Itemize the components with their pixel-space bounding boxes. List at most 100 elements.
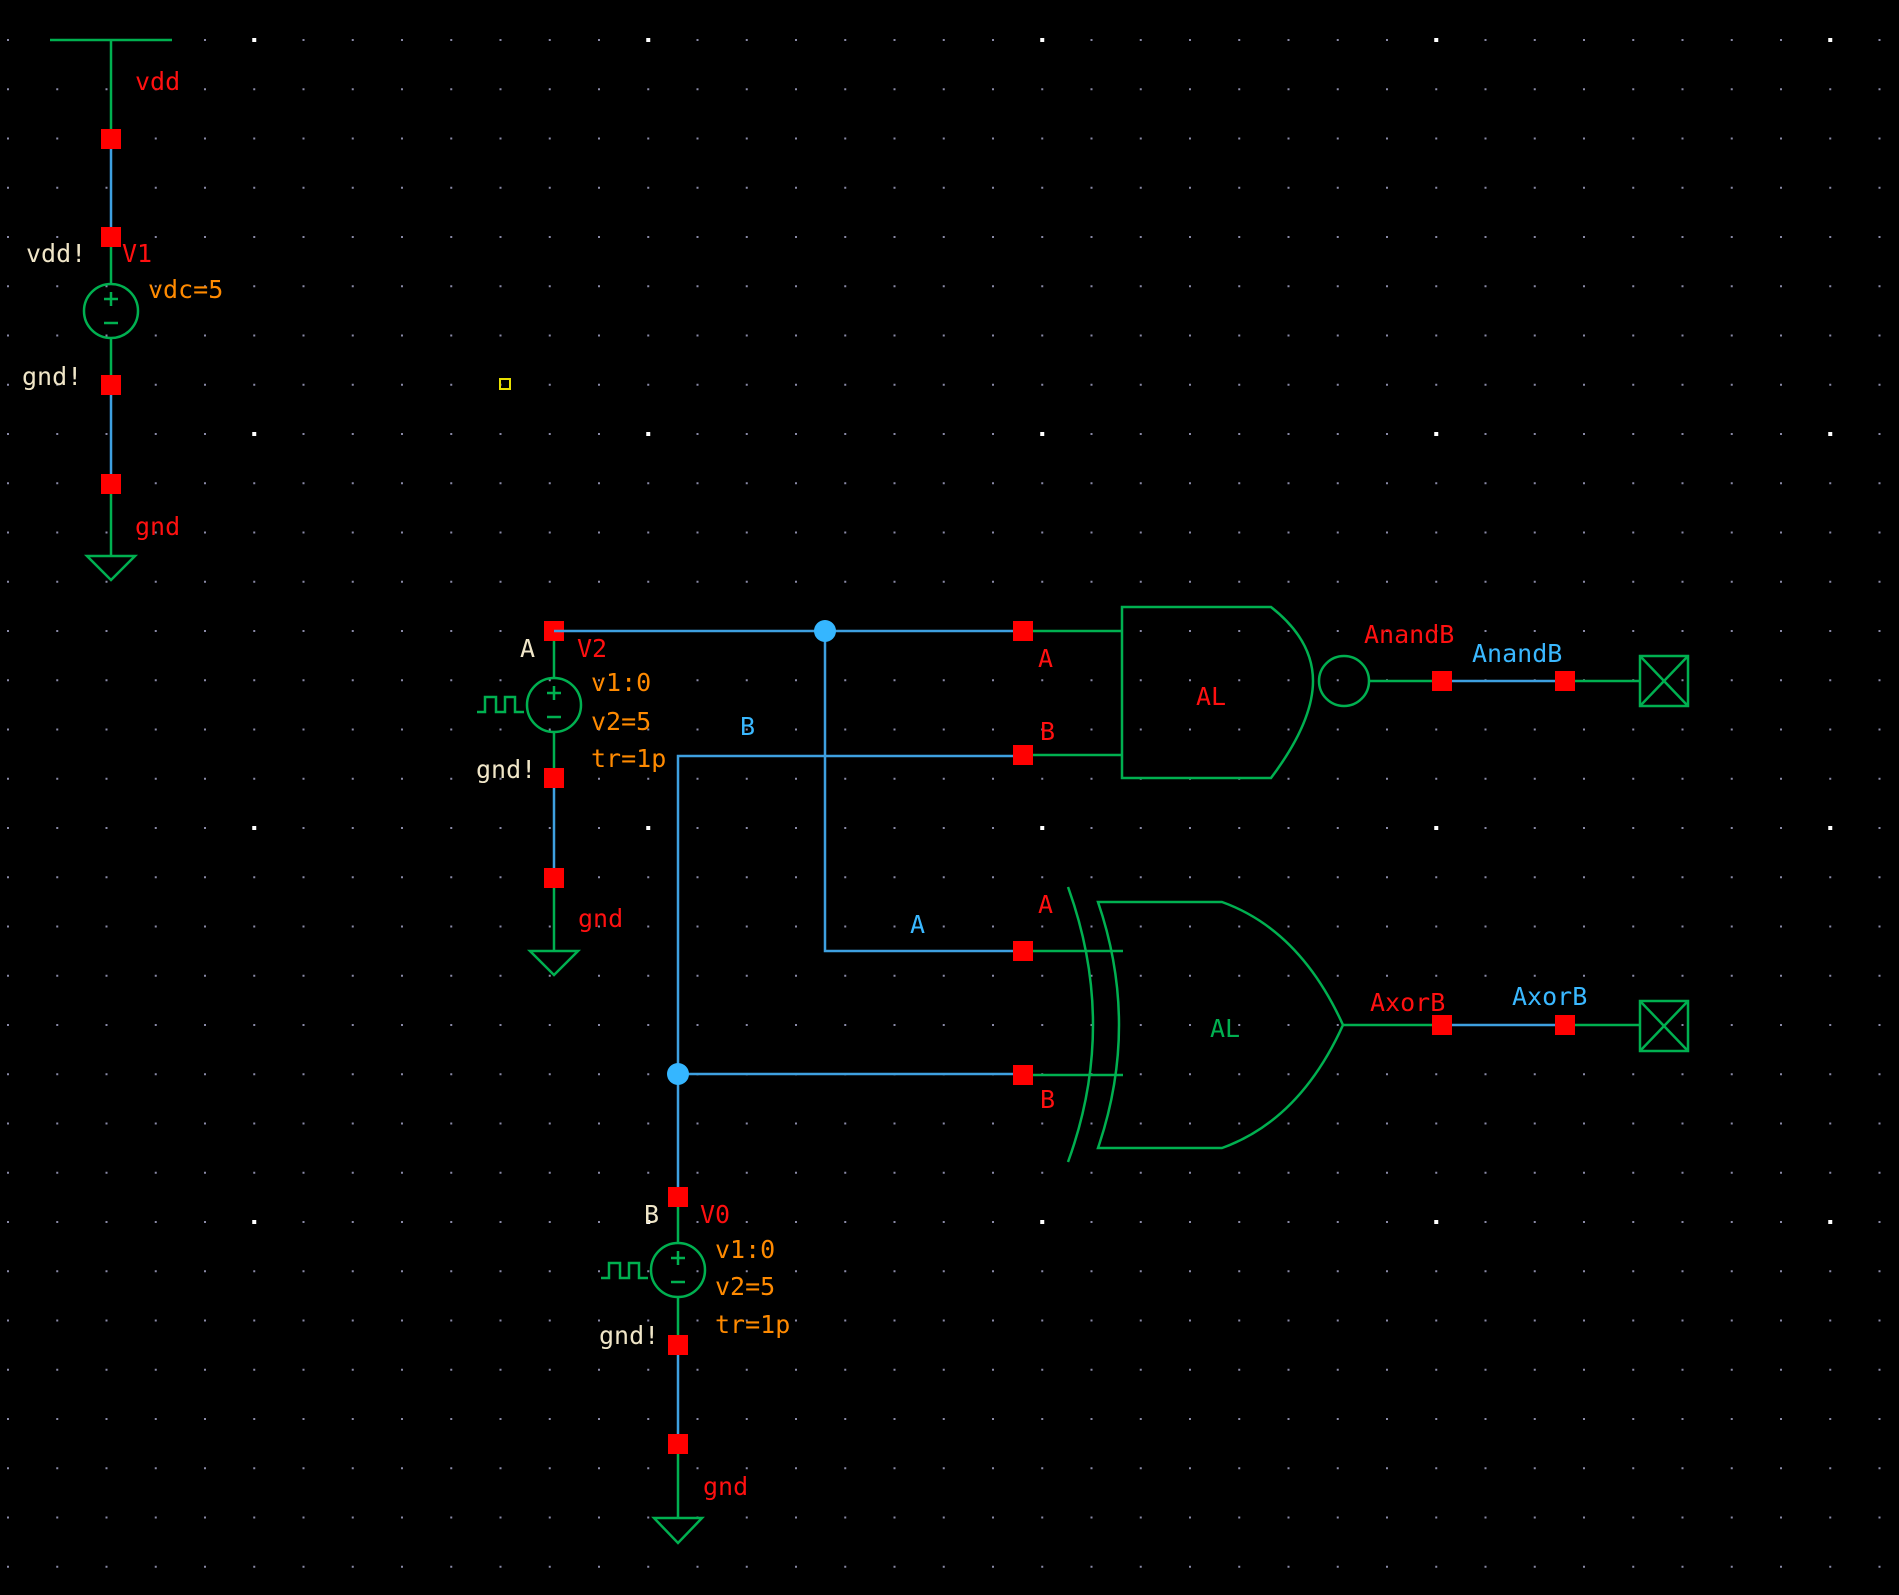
grid-dot [745, 925, 748, 928]
grid-dot [1829, 728, 1832, 731]
pin[interactable] [101, 129, 121, 149]
grid-dot [105, 1221, 108, 1223]
nand-pin-b[interactable] [1013, 745, 1033, 765]
grid-dot [893, 1368, 896, 1371]
grid-dot [647, 236, 650, 238]
grid-dot [1238, 1270, 1241, 1273]
pin[interactable] [1432, 1015, 1452, 1035]
grid-dot [647, 1418, 650, 1420]
grid-dot [1681, 1122, 1684, 1125]
grid-dot [351, 1368, 354, 1371]
grid-dot [1435, 728, 1438, 731]
grid-dot [1681, 1467, 1684, 1470]
wire-net-b-to-nand[interactable] [676, 754, 1023, 1197]
grid-dot [1878, 1368, 1881, 1371]
grid-dot [795, 1319, 797, 1322]
pin[interactable] [544, 768, 564, 788]
grid-dot [1484, 482, 1487, 485]
grid-dot [1189, 334, 1191, 337]
vdd-label: vdd [135, 67, 180, 96]
xor-gate[interactable] [1023, 886, 1690, 1163]
grid-dot [1878, 728, 1881, 731]
grid-dot [499, 285, 502, 288]
pin[interactable] [668, 1187, 688, 1207]
junction-net-a[interactable] [814, 620, 836, 642]
grid-dot [351, 974, 354, 977]
grid-dot [992, 728, 994, 731]
grid-dot [1632, 925, 1635, 928]
wire-net-a-to-xor[interactable] [823, 631, 1023, 953]
xor-pin-b[interactable] [1013, 1065, 1033, 1085]
nand-pin-a[interactable] [1013, 621, 1033, 641]
nand-gate[interactable] [1023, 605, 1690, 780]
grid-dot [598, 236, 600, 238]
grid-dot [7, 383, 9, 386]
grid-dot [56, 186, 59, 189]
pin[interactable] [668, 1434, 688, 1454]
output-terminal-axorb[interactable] [1638, 999, 1690, 1053]
grid-dot [105, 580, 108, 583]
grid-dot [56, 1319, 59, 1322]
grid-dot [1139, 1467, 1142, 1470]
grid-dot [1780, 531, 1782, 534]
grid-dot [1386, 777, 1388, 780]
grid-dot [1238, 1368, 1241, 1371]
grid-dot [1287, 88, 1290, 91]
grid-dot [745, 334, 748, 337]
grid-dot [302, 383, 305, 386]
pin[interactable] [1555, 1015, 1575, 1035]
grid-dot [1632, 39, 1635, 41]
pin[interactable] [101, 227, 121, 247]
grid-dot [548, 285, 551, 288]
grid-dot [1632, 383, 1635, 386]
pin[interactable] [1432, 671, 1452, 691]
pulse-source-v0[interactable] [601, 1197, 707, 1545]
grid-dot [992, 1122, 994, 1125]
pin[interactable] [1555, 671, 1575, 691]
grid-major-dot [1040, 38, 1045, 42]
grid-dot [1090, 580, 1093, 583]
grid-dot [1533, 433, 1536, 435]
pin[interactable] [101, 474, 121, 494]
grid-dot [56, 137, 59, 140]
grid-dot [450, 925, 453, 928]
grid-dot [1533, 334, 1536, 337]
grid-dot [1386, 1516, 1388, 1519]
terminal-x-icon [1639, 655, 1689, 707]
grid-dot [1583, 285, 1585, 288]
grid-dot [1336, 334, 1339, 337]
grid-major-dot [1828, 1220, 1833, 1224]
pin[interactable] [668, 1335, 688, 1355]
xor-pin-a-label: A [1038, 890, 1053, 919]
output-terminal-anandb[interactable] [1638, 654, 1690, 708]
selection-marker[interactable] [499, 378, 511, 390]
junction-net-b[interactable] [667, 1063, 689, 1085]
grid-dot [844, 1221, 847, 1223]
grid-dot [1484, 531, 1487, 534]
pin[interactable] [544, 868, 564, 888]
grid-dot [1878, 876, 1881, 879]
supply-source-v1[interactable] [50, 38, 172, 582]
grid-dot [499, 679, 502, 682]
grid-dot [1632, 1171, 1635, 1174]
nand-body [1120, 605, 1315, 780]
grid-dot [1730, 334, 1733, 337]
grid-dot [1583, 1122, 1585, 1125]
grid-dot [1829, 383, 1832, 386]
grid-dot [1090, 1467, 1093, 1470]
pin[interactable] [101, 375, 121, 395]
grid-dot [204, 39, 206, 41]
grid-dot [1139, 925, 1142, 928]
pulse-source-v2[interactable] [477, 631, 583, 977]
grid-dot [204, 433, 206, 435]
xor-pin-a[interactable] [1013, 941, 1033, 961]
grid-dot [7, 1467, 9, 1470]
grid-dot [450, 1418, 453, 1420]
grid-dot [1041, 1565, 1044, 1568]
grid-dot [302, 777, 305, 780]
grid-dot [1386, 1171, 1388, 1174]
grid-dot [1238, 827, 1241, 829]
grid-dot [253, 88, 256, 91]
grid-dot [745, 876, 748, 879]
